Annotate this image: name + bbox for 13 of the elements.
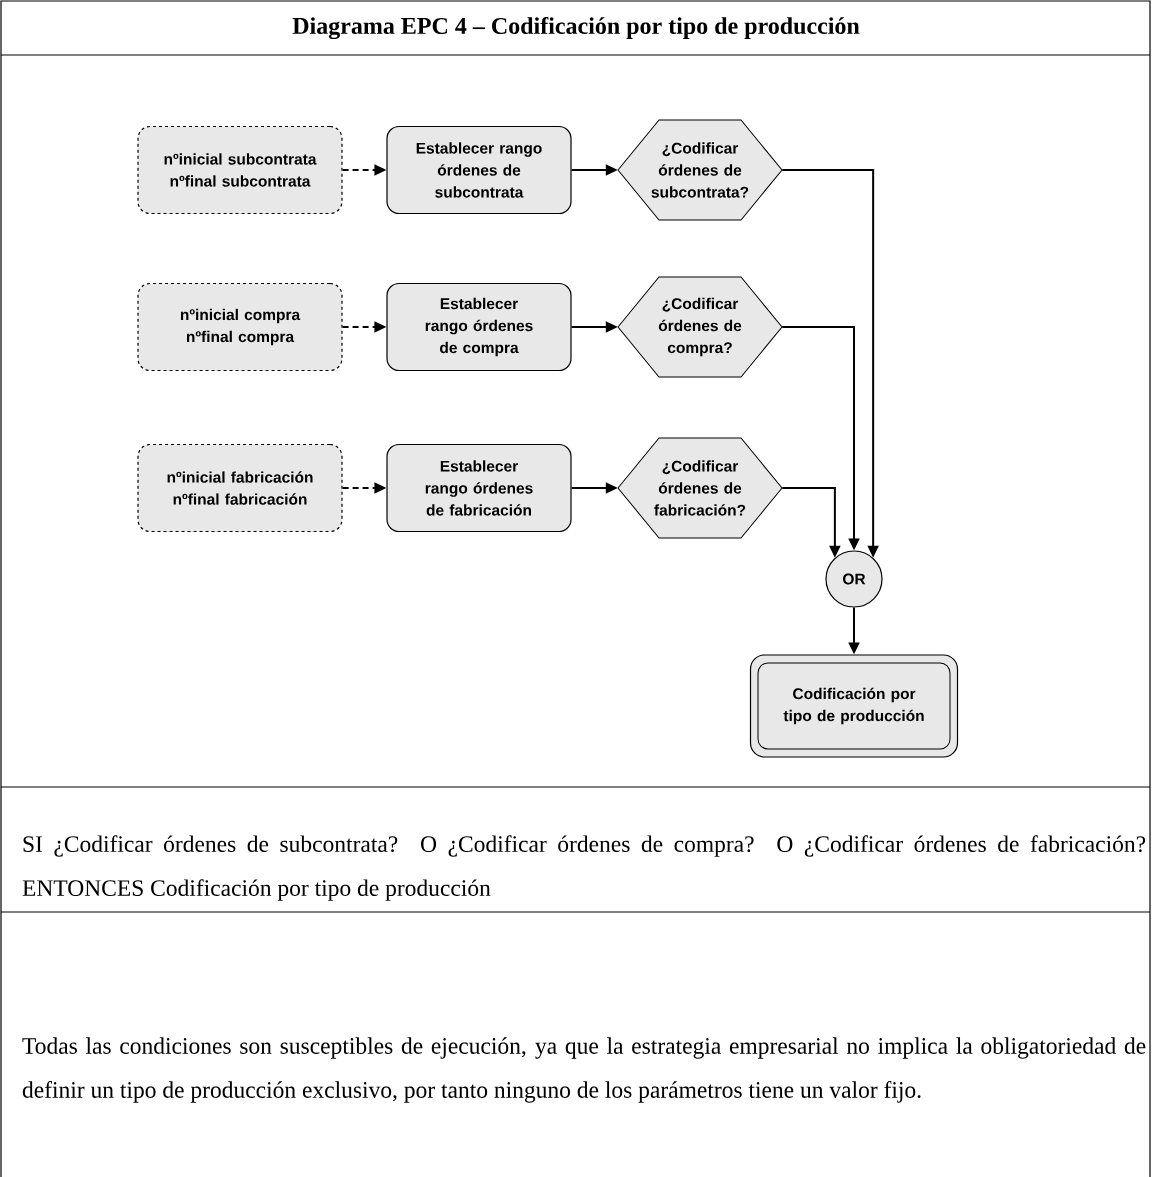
data-box: nºinicial fabricación nºfinal fabricación <box>137 443 343 533</box>
paragraph: SI ¿Codificar órdenes de subcontrata? O ¿Codificar órdenes de compra? O ¿Codificar órdenes de fabricación? ENTONCES Codificación por tipo de producción <box>22 835 1146 901</box>
data-box: nºinicial subcontrata nºfinal subcontrata <box>137 125 343 215</box>
title: Diagrama EPC 4 – Codificación por tipo de producción <box>292 16 860 40</box>
decision-hexagon: ¿Codificar órdenes de fabricación? <box>617 437 783 539</box>
data-box: nºinicial compra nºfinal compra <box>137 282 343 372</box>
decision-hexagon: ¿Codificar órdenes de compra? <box>617 276 783 378</box>
decision-hexagon: ¿Codificar órdenes de subcontrata? <box>617 119 783 221</box>
function-box: Establecer rango órdenes de subcontrata <box>386 125 572 215</box>
paragraph: Todas las condiciones son susceptibles de ejecución, ya que la estrategia empresarial no implica la obligatoriedad de definir un tipo de producción exclusivo, por tanto ninguno de los parámetros tiene un valor fijo. <box>22 1037 1146 1103</box>
function-box: Establecer rango órdenes de fabricación <box>386 443 572 533</box>
event-box: Codificación por tipo de producción <box>749 654 959 758</box>
function-box: Establecer rango órdenes de compra <box>386 282 572 372</box>
